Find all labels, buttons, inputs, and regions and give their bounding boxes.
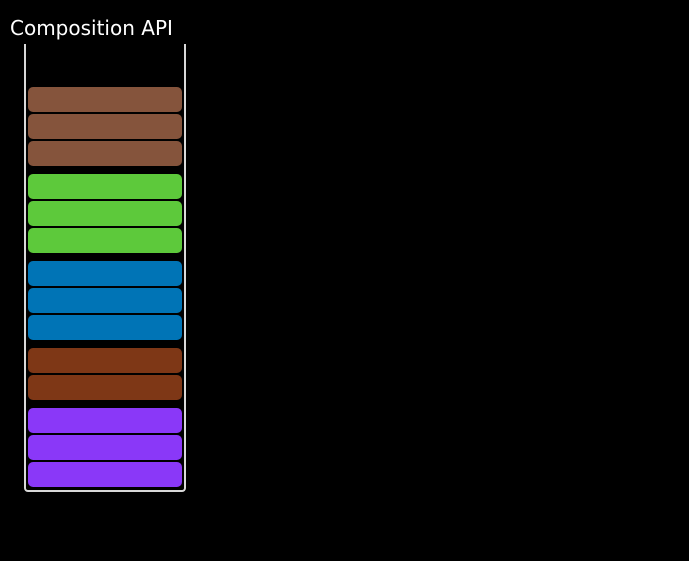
code-segment-concern-4-1 <box>28 348 182 373</box>
segment-group-concern-4 <box>28 348 182 400</box>
code-segment-concern-2-1 <box>28 174 182 199</box>
code-segment-concern-5-1 <box>28 408 182 433</box>
code-segment-concern-1-3 <box>28 141 182 166</box>
code-segment-concern-3-3 <box>28 315 182 340</box>
code-segment-concern-4-2 <box>28 375 182 400</box>
segment-group-concern-1 <box>28 87 182 166</box>
code-segment-concern-1-1 <box>28 87 182 112</box>
component-container <box>24 44 186 492</box>
code-segment-concern-5-2 <box>28 435 182 460</box>
segment-group-concern-3 <box>28 261 182 340</box>
code-segment-concern-2-2 <box>28 201 182 226</box>
code-segment-concern-1-2 <box>28 114 182 139</box>
code-segment-concern-3-1 <box>28 261 182 286</box>
code-segment-concern-2-3 <box>28 228 182 253</box>
code-segment-concern-3-2 <box>28 288 182 313</box>
code-segment-concern-5-3 <box>28 462 182 487</box>
diagram-title: Composition API <box>10 16 173 40</box>
segment-group-concern-5 <box>28 408 182 487</box>
segment-group-concern-2 <box>28 174 182 253</box>
